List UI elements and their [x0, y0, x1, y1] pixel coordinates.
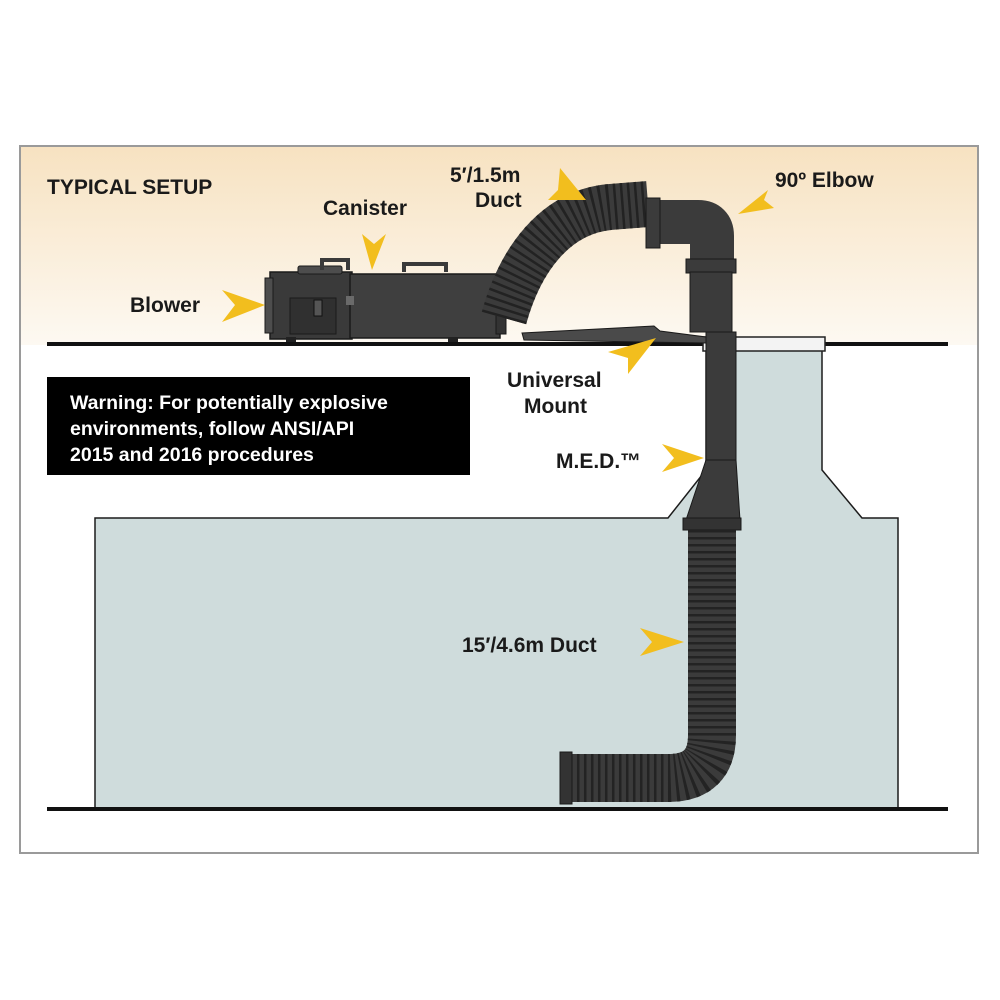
diagram-title: TYPICAL SETUP — [47, 176, 213, 199]
long-duct-label: 15′/4.6m Duct — [462, 634, 597, 657]
canister-handle-left — [320, 258, 350, 270]
elbow-label: 90º Elbow — [775, 169, 874, 192]
mount-label-line2: Mount — [524, 395, 587, 418]
canister-body — [349, 273, 501, 339]
canister-handle-right — [402, 262, 448, 272]
short-duct-label-line2: Duct — [475, 189, 522, 212]
mount-label-line1: Universal — [507, 369, 602, 392]
med-pointer — [662, 444, 704, 472]
elbow-pointer — [738, 190, 774, 214]
duct-long-pointer — [640, 628, 684, 656]
med-adapter — [705, 331, 737, 463]
canister-pointer — [362, 234, 386, 270]
pointers — [222, 168, 774, 656]
blower-canister — [264, 258, 507, 342]
med-label: M.E.D.™ — [556, 450, 642, 473]
mount-pointer — [608, 338, 656, 374]
elbow — [650, 200, 734, 262]
blower-label: Blower — [130, 294, 201, 317]
short-duct-label-line1: 5′/1.5m — [450, 164, 521, 187]
warning-box: Warning: For potentially explosive envir… — [47, 377, 470, 475]
vertical-pipe — [689, 271, 733, 333]
canister-label: Canister — [323, 197, 408, 220]
blower-pointer — [222, 290, 265, 322]
duct-short-pointer — [548, 168, 586, 200]
